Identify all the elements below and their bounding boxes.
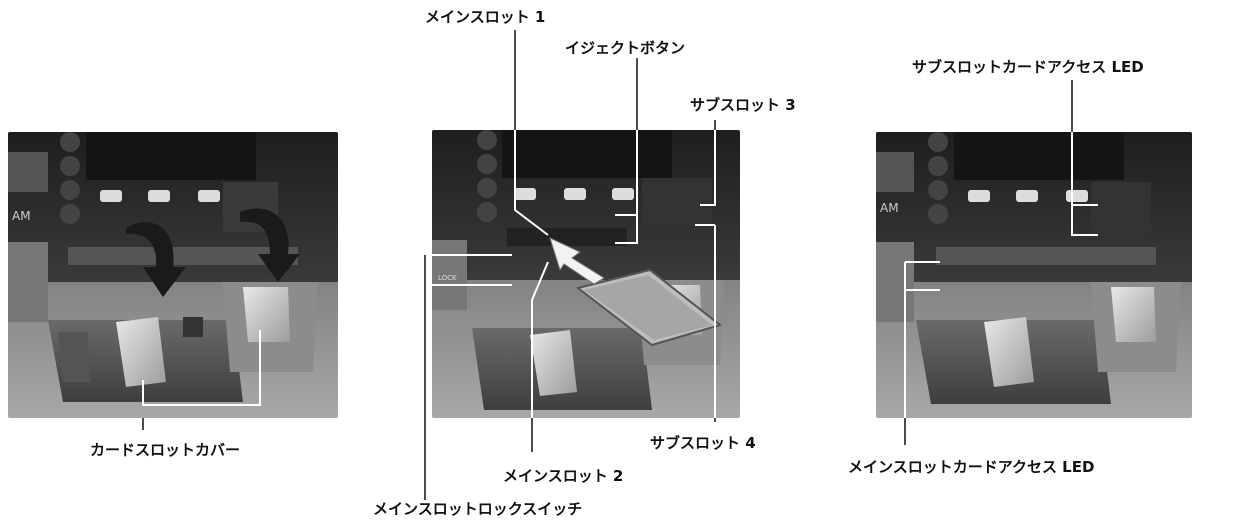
label-main-slot-2: メインスロット 2 xyxy=(503,467,624,485)
label-card-slot-cover: カードスロットカバー xyxy=(90,441,241,459)
lock-marking: LOCK xyxy=(438,274,457,282)
photo-card-insertion: LOCK xyxy=(432,130,740,418)
photo-access-leds: AM xyxy=(876,132,1192,418)
label-sub-slot-card-access-led: サブスロットカードアクセス LED xyxy=(912,58,1144,76)
brand-fragment: AM xyxy=(12,209,31,223)
label-main-slot-card-access-led: メインスロットカードアクセス LED xyxy=(848,458,1095,476)
brand-fragment-right: AM xyxy=(880,201,899,215)
label-main-slot-lock-switch: メインスロットロックスイッチ xyxy=(373,500,583,518)
label-sub-slot-4: サブスロット 4 xyxy=(650,434,756,452)
label-sub-slot-3: サブスロット 3 xyxy=(690,96,796,114)
label-main-slot-1: メインスロット 1 xyxy=(425,8,546,26)
label-eject-button: イジェクトボタン xyxy=(565,39,686,57)
photo-card-slot-covers: AM xyxy=(8,132,338,418)
